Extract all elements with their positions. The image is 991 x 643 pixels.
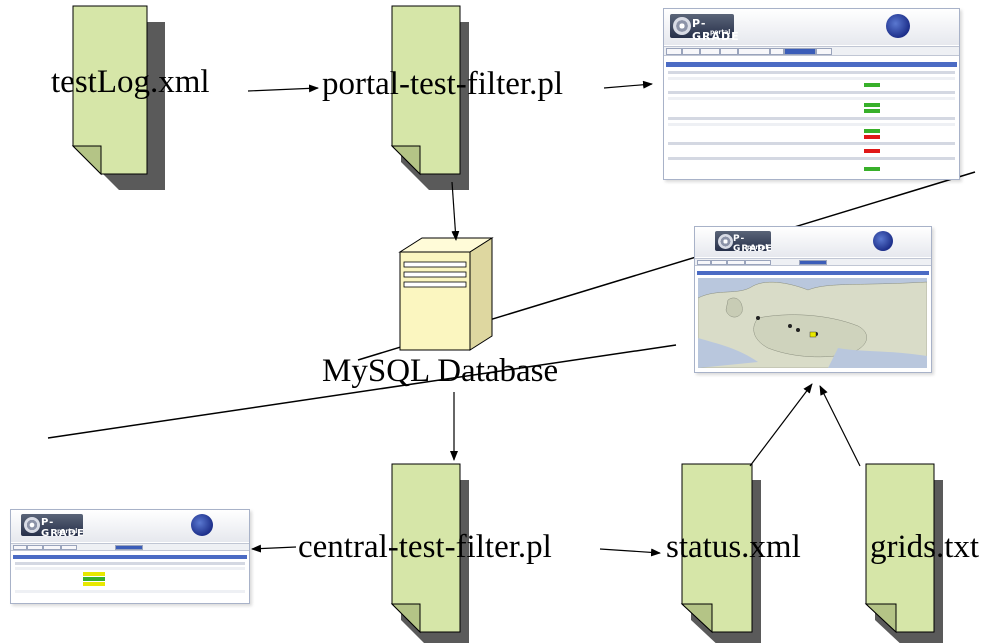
label-database: MySQL Database	[322, 353, 558, 389]
separator-line-lower	[47, 344, 677, 439]
arrow-testlog-to-portal	[247, 84, 319, 93]
label-grids-txt: grids.txt	[870, 529, 979, 565]
central-screenshot-results: P-GRADE portal	[10, 509, 250, 604]
label-central-filter: central-test-filter.pl	[298, 529, 552, 565]
arrow-central-to-status	[599, 548, 661, 557]
label-testlog: testLog.xml	[51, 64, 210, 100]
status-cell-red	[864, 135, 880, 139]
tab-bar	[695, 258, 931, 266]
pgrade-logo: P-GRADE portal	[21, 514, 84, 539]
doc-testlog	[71, 5, 165, 190]
status-cell-green	[83, 577, 105, 581]
globe-icon	[191, 514, 213, 536]
status-cell-green	[864, 83, 880, 87]
status-cell-green	[864, 129, 880, 133]
pgrade-logo: P-GRADE portal	[670, 14, 739, 43]
doc-central-filter	[390, 463, 469, 643]
pgrade-logo: P-GRADE portal	[715, 231, 772, 254]
arrow-status-to-map	[749, 383, 813, 467]
arrow-grids-to-map	[819, 385, 861, 467]
status-cell-yellow	[83, 572, 105, 576]
status-cell-red	[864, 149, 880, 153]
arrow-portal-to-screenshot	[603, 80, 653, 89]
tab-bar	[11, 543, 249, 551]
portal-screenshot-results: P-GRADE portal	[663, 8, 960, 180]
globe-icon	[886, 14, 910, 38]
arrow-portal-to-database	[451, 181, 460, 241]
status-cell-green	[864, 103, 880, 107]
status-cell-green	[864, 109, 880, 113]
europe-map	[698, 278, 927, 368]
doc-portal-filter	[390, 5, 469, 190]
status-cell-green	[864, 167, 880, 171]
doc-grids-txt	[864, 463, 943, 643]
portal-screenshot-map: P-GRADE portal	[694, 226, 932, 373]
label-portal-filter: portal-test-filter.pl	[322, 66, 563, 102]
tab-bar	[664, 46, 959, 56]
label-status-xml: status.xml	[666, 529, 801, 565]
status-cell-yellow	[83, 582, 105, 586]
doc-status-xml	[680, 463, 761, 643]
arrow-central-to-screenshot	[251, 544, 297, 553]
database-server-icon	[398, 237, 494, 351]
globe-icon	[873, 231, 893, 251]
